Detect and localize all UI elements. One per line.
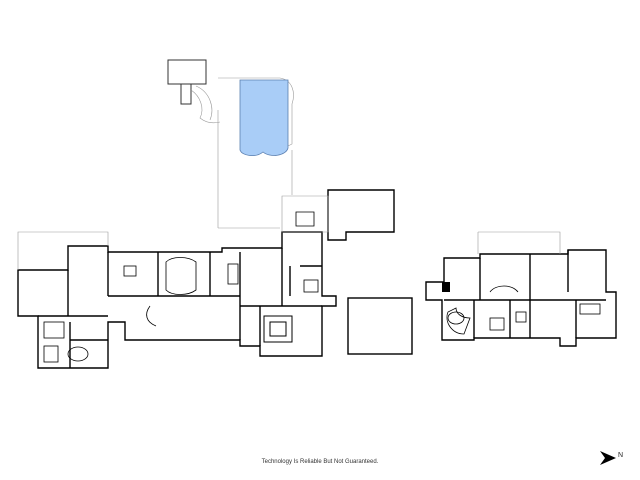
north-arrow-icon xyxy=(600,451,616,465)
garage-upper xyxy=(281,189,395,241)
main-floor xyxy=(17,231,337,369)
north-letter: N xyxy=(618,452,624,459)
fixtures xyxy=(43,257,319,363)
compass: N xyxy=(598,449,628,467)
kitchen xyxy=(263,315,293,343)
cabana xyxy=(167,59,207,85)
second-floor-fixtures xyxy=(446,285,601,335)
disclaimer-text: Technology Is Reliable But Not Guarantee… xyxy=(261,459,379,465)
outdoor-area xyxy=(167,59,294,229)
pool xyxy=(239,79,289,156)
garage-lower xyxy=(347,297,413,355)
second-floor xyxy=(425,231,617,347)
